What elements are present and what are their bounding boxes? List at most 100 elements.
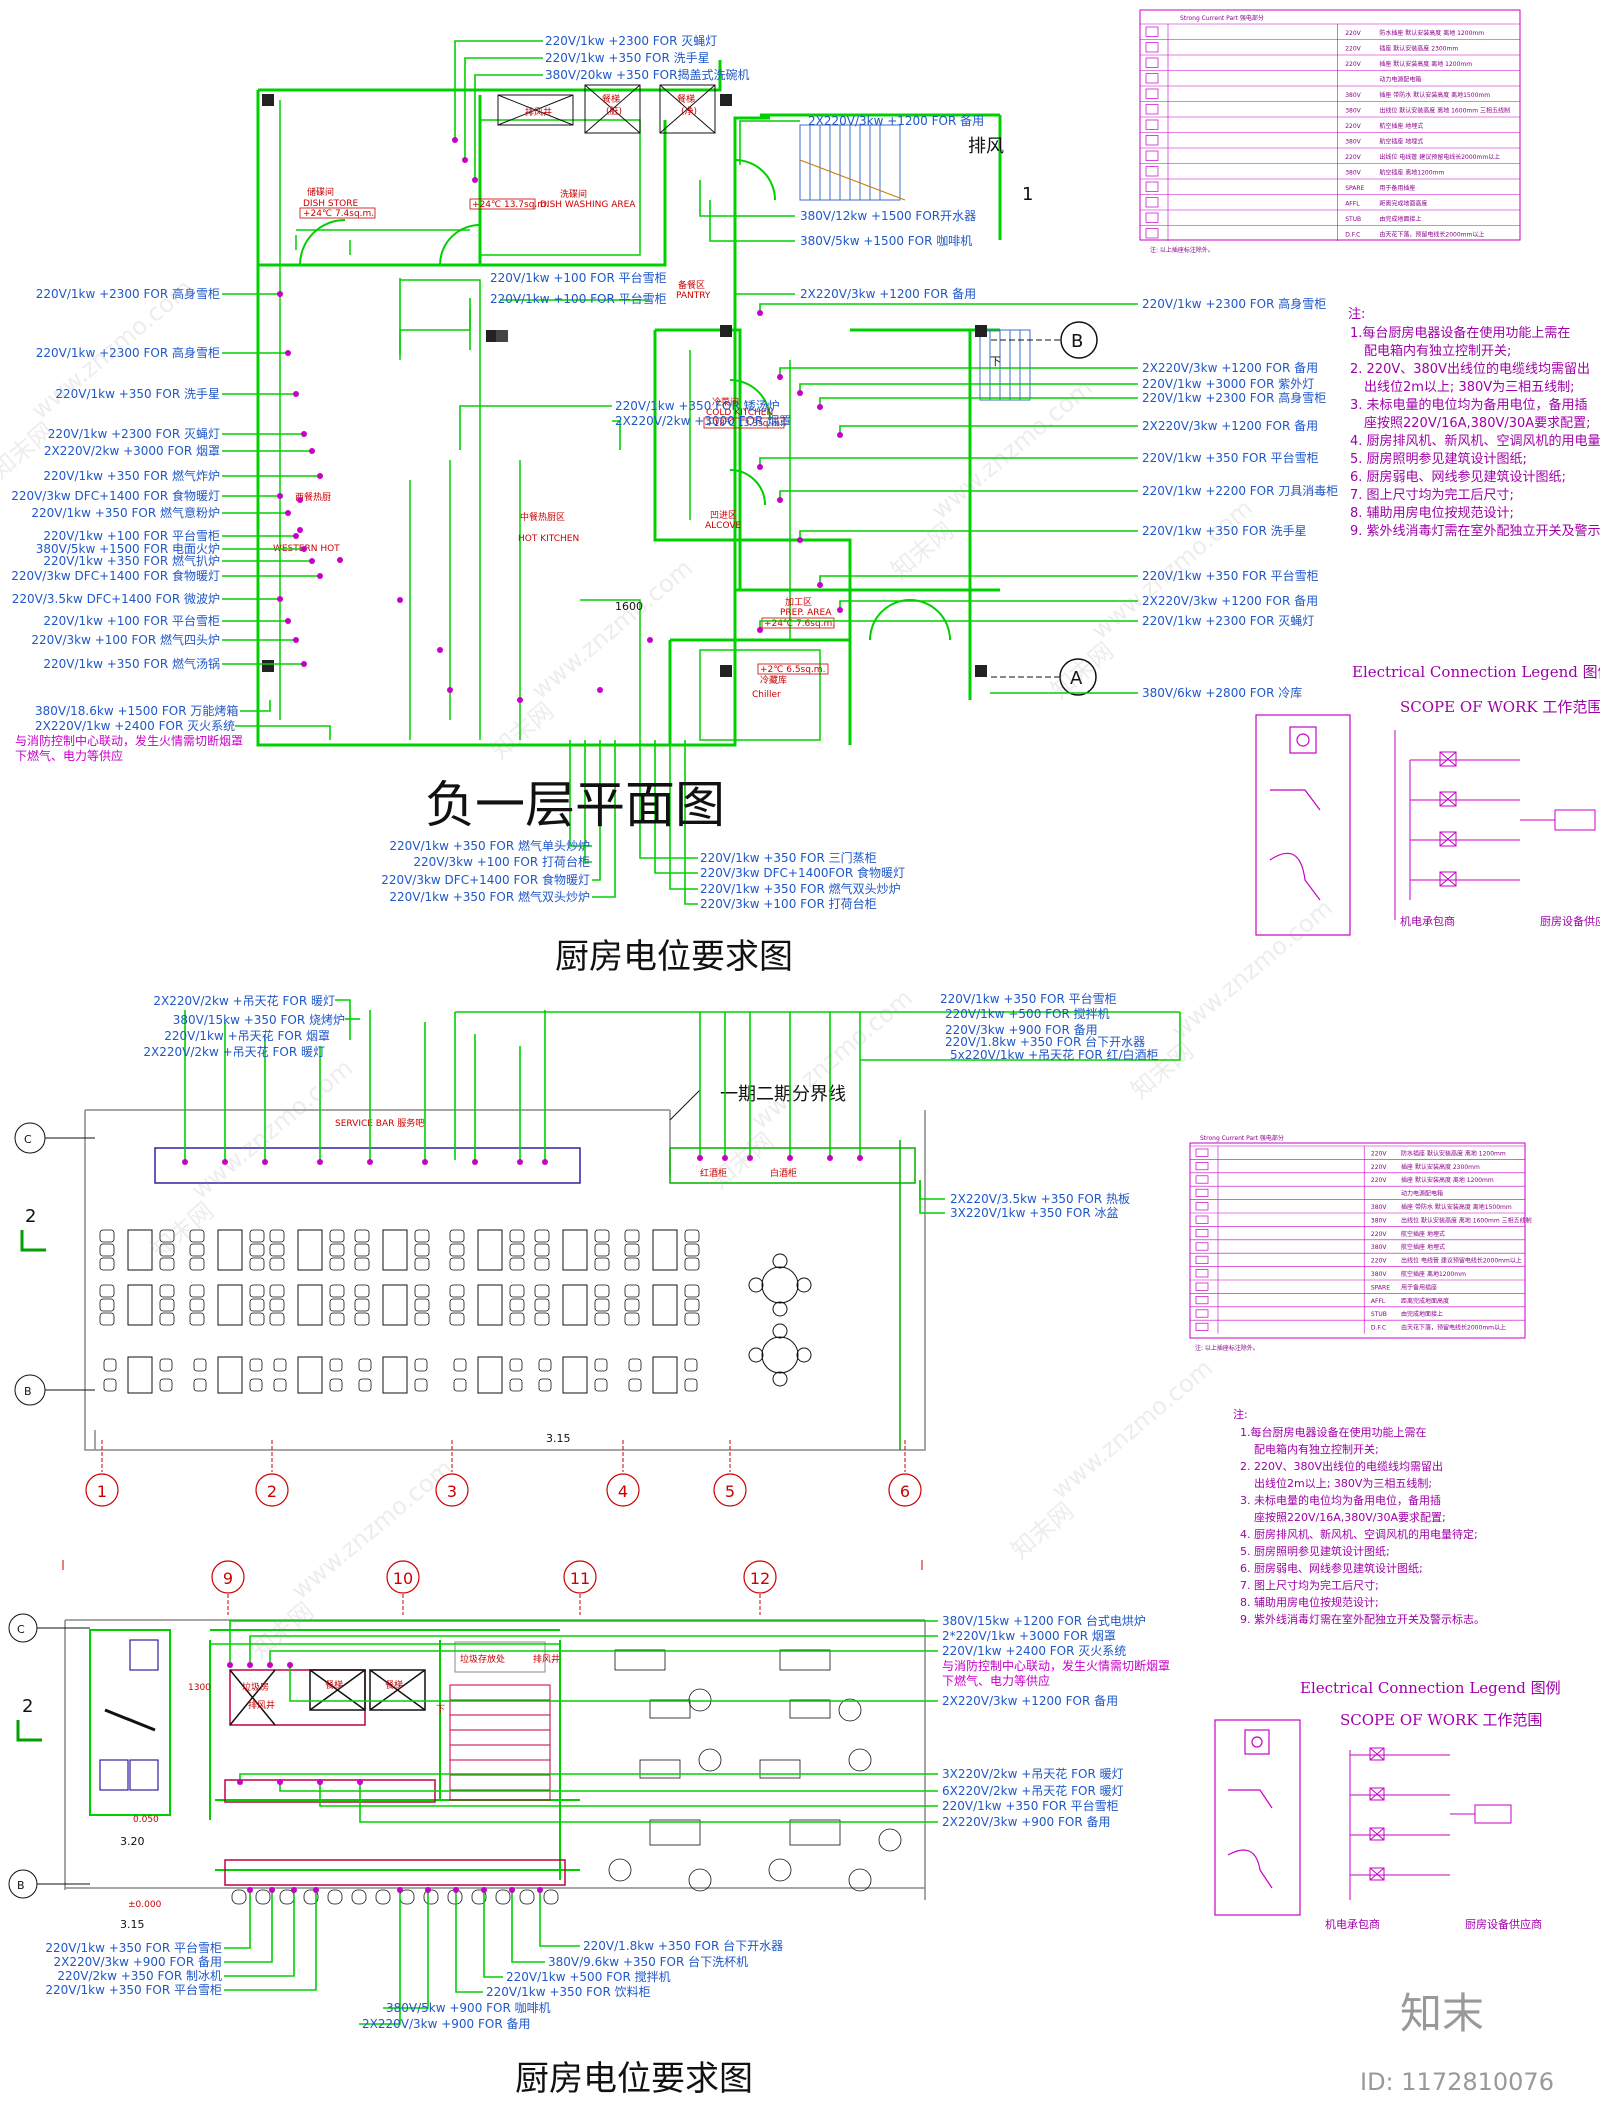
room-cold: 冷菜间: [712, 396, 739, 408]
p1-bottom-left-label-2: 220V/3kw DFC+1400 FOR 食物暖灯: [381, 872, 590, 887]
table-row-desc: 航空插座 地埋式: [1379, 137, 1423, 145]
room-elev-clean: 餐梯: [677, 93, 695, 105]
note-item-9: 7. 图上尺寸均为完工后尺寸;: [1240, 1578, 1379, 1592]
p3-bottom-label-0: 220V/1kw +350 FOR 平台雪柜: [45, 1940, 222, 1955]
phase-boundary-label: 一期二期分界线: [720, 1084, 846, 1105]
plan3-level-4: 3.15: [120, 1918, 145, 1931]
table-row-voltage: 220V: [1371, 1150, 1387, 1157]
axis-a-label: A: [1070, 668, 1083, 689]
watermark-site-text: www.znzmo.com: [1166, 894, 1338, 1045]
note-item-2: 2. 220V、380V出线位的电缆线均需留出: [1240, 1459, 1443, 1473]
table-row-desc: 插座 默认安装高度 离地 1200mm: [1401, 1176, 1494, 1184]
watermark-site-cn-text: 知末网: [146, 1197, 219, 1265]
table-row-symbol-icon: [1195, 1215, 1209, 1224]
table-row-desc: 动力电源配电箱: [1401, 1190, 1443, 1198]
table-row-desc: 用于备用插座: [1401, 1283, 1437, 1291]
p1-right-label-6: 220V/1kw +3000 FOR 紫外灯: [1142, 377, 1314, 391]
watermark-site-cn-text: 知末网: [886, 517, 959, 585]
plan3-leader-lines: [210, 1620, 938, 2025]
p2-right-label-1: 3X220V/1kw +350 FOR 冰盆: [950, 1206, 1119, 1220]
note-item-5: 座按照220V/16A,380V/30A要求配置;: [1364, 416, 1591, 431]
room-hot-en: HOT KITCHEN: [518, 534, 579, 544]
room-chiller-temp: +2℃ 6.5sq.m.: [760, 665, 825, 675]
table-row-symbol-icon: [1145, 166, 1159, 177]
p1-right-label-14: 220V/1kw +2300 FOR 灭蝇灯: [1142, 614, 1314, 628]
table-row-desc: 距离完成地面高度: [1401, 1297, 1449, 1305]
table-row-voltage: AFFL: [1345, 200, 1360, 207]
p1-left-label-8: 220V/1kw +100 FOR 平台雪柜: [43, 528, 220, 543]
plan3-restroom: [99, 1639, 159, 1791]
plan1-axis-a: A: [990, 658, 1097, 696]
plan3-rooms: [89, 1629, 580, 1880]
plan1-walls: [256, 60, 1002, 747]
plan3-level-1: 0.050: [133, 1815, 159, 1825]
note-item-3: 出线位2m以上; 380V为三相五线制;: [1254, 1476, 1432, 1490]
p1-right-label-15: 380V/6kw +2800 FOR 冷库: [1142, 685, 1302, 700]
room-alcove-en: ALCOVE: [705, 521, 742, 531]
table-row-desc: 插座 默认安装高度 离地 1200mm: [1379, 60, 1472, 68]
axis-b-label: B: [1071, 331, 1083, 352]
note-item-2: 2. 220V、380V出线位的电缆线均需留出: [1350, 361, 1590, 377]
dining-floor-plan: SERVICE BAR 服务吧 红酒柜 白酒柜 一期二期分界线 C B 2 3.…: [14, 991, 1181, 1507]
table-row-voltage: 380V: [1345, 107, 1361, 114]
table-row-symbol-icon: [1145, 135, 1159, 146]
service-bar-label: SERVICE BAR 服务吧: [335, 1117, 424, 1129]
table-row-voltage: SPARE: [1371, 1284, 1390, 1291]
table-row-desc: 航空插座 地埋式: [1379, 122, 1423, 130]
note-item-6: 4. 厨房排风机、新风机、空调风机的用电量待定;: [1350, 433, 1600, 449]
table-row-desc: 插座 默认安装高度 2300mm: [1379, 44, 1458, 52]
note-item-3: 出线位2m以上; 380V为三相五线制;: [1364, 380, 1575, 395]
p1-mid-label-2: 220V/1kw +350 FOR 矮汤炉: [615, 399, 780, 413]
watermark-site-cn-text: 知末网: [486, 697, 559, 765]
p1-left-label-0: 220V/1kw +2300 FOR 高身雪柜: [36, 286, 220, 301]
scope2-diagram: [1349, 1747, 1512, 1900]
p3-right-label-3: 与消防控制中心联动，发生火情需切断烟罩: [942, 1658, 1170, 1673]
table-row-voltage: 380V: [1371, 1217, 1387, 1224]
plan3-room-exhaust-left: 排风井: [248, 1699, 275, 1711]
table-row-symbol-icon: [1145, 73, 1159, 84]
p1-mid-label-1: 220V/1kw +100 FOR 平台雪柜: [490, 291, 667, 306]
plan3-axis: C B 2 0.050 3.20 ±0.000 3.15: [8, 1613, 162, 1931]
scope1-title: SCOPE OF WORK 工作范围: [1400, 698, 1600, 716]
room-cold-en: COLD KITCHEN: [706, 408, 773, 418]
plan3-room-garbage-left: 垃圾房: [242, 1681, 269, 1693]
room-pantry-en: PANTRY: [676, 291, 711, 301]
p1-right-label-11: 220V/1kw +350 FOR 洗手星: [1142, 524, 1307, 538]
p1-left-label-12: 220V/3.5kw DFC+1400 FOR 微波炉: [12, 592, 220, 606]
watermark-site-text: www.znzmo.com: [526, 554, 698, 705]
p3-bottom-label-5: 380V/9.6kw +350 FOR 台下洗杯机: [548, 1954, 748, 1969]
p1-bottom-left-label-1: 220V/3kw +100 FOR 打荷台柜: [413, 854, 590, 869]
room-chiller-en: Chiller: [752, 690, 781, 700]
table-row-voltage: 220V: [1345, 45, 1361, 52]
p1-right-label-3: 2X220V/3kw +1200 FOR 备用: [800, 287, 976, 301]
p1-left-label-9: 380V/5kw +1500 FOR 电面火炉: [36, 542, 220, 556]
watermark-site-text: www.znzmo.com: [926, 374, 1098, 525]
p2-top-label-7: 220V/1.8kw +350 FOR 台下开水器: [945, 1034, 1145, 1049]
table-row-symbol-icon: [1145, 228, 1159, 239]
note-item-1: 配电箱内有独立控制开关;: [1254, 1442, 1379, 1456]
plan3-room-garbage: 垃圾存放处: [460, 1653, 505, 1665]
plan1-subtitle: 厨房电位要求图: [555, 937, 793, 977]
note-item-7: 5. 厨房照明参见建筑设计图纸;: [1240, 1544, 1390, 1558]
legend1-title: Electrical Connection Legend 图例: [1352, 663, 1600, 681]
p1-right-label-13: 2X220V/3kw +1200 FOR 备用: [1142, 594, 1318, 608]
legend2-title: Electrical Connection Legend 图例: [1300, 1679, 1561, 1697]
table-row-voltage: STUB: [1371, 1311, 1387, 1318]
plan3-column-12: 12: [750, 1569, 770, 1588]
plan2-axis-c: C: [24, 1133, 32, 1146]
plan3-level-2: 3.20: [120, 1835, 145, 1848]
stair-exhaust-text: 排风: [968, 136, 1004, 157]
p3-bottom-label-1: 2X220V/3kw +900 FOR 备用: [54, 1955, 223, 1969]
stair-down: 下: [990, 355, 1001, 368]
p1-top-label-2: 380V/20kw +350 FOR揭盖式洗碗机: [545, 67, 749, 82]
plan2-column-6: 6: [900, 1482, 910, 1501]
legend1-icons: [1255, 714, 1351, 936]
watermark-site-cn-text: 知末网: [706, 1127, 779, 1195]
plan2-column-1: 1: [97, 1482, 107, 1501]
notes2-head: 注:: [1233, 1407, 1248, 1421]
table-row-voltage: D.F.C: [1371, 1325, 1386, 1332]
